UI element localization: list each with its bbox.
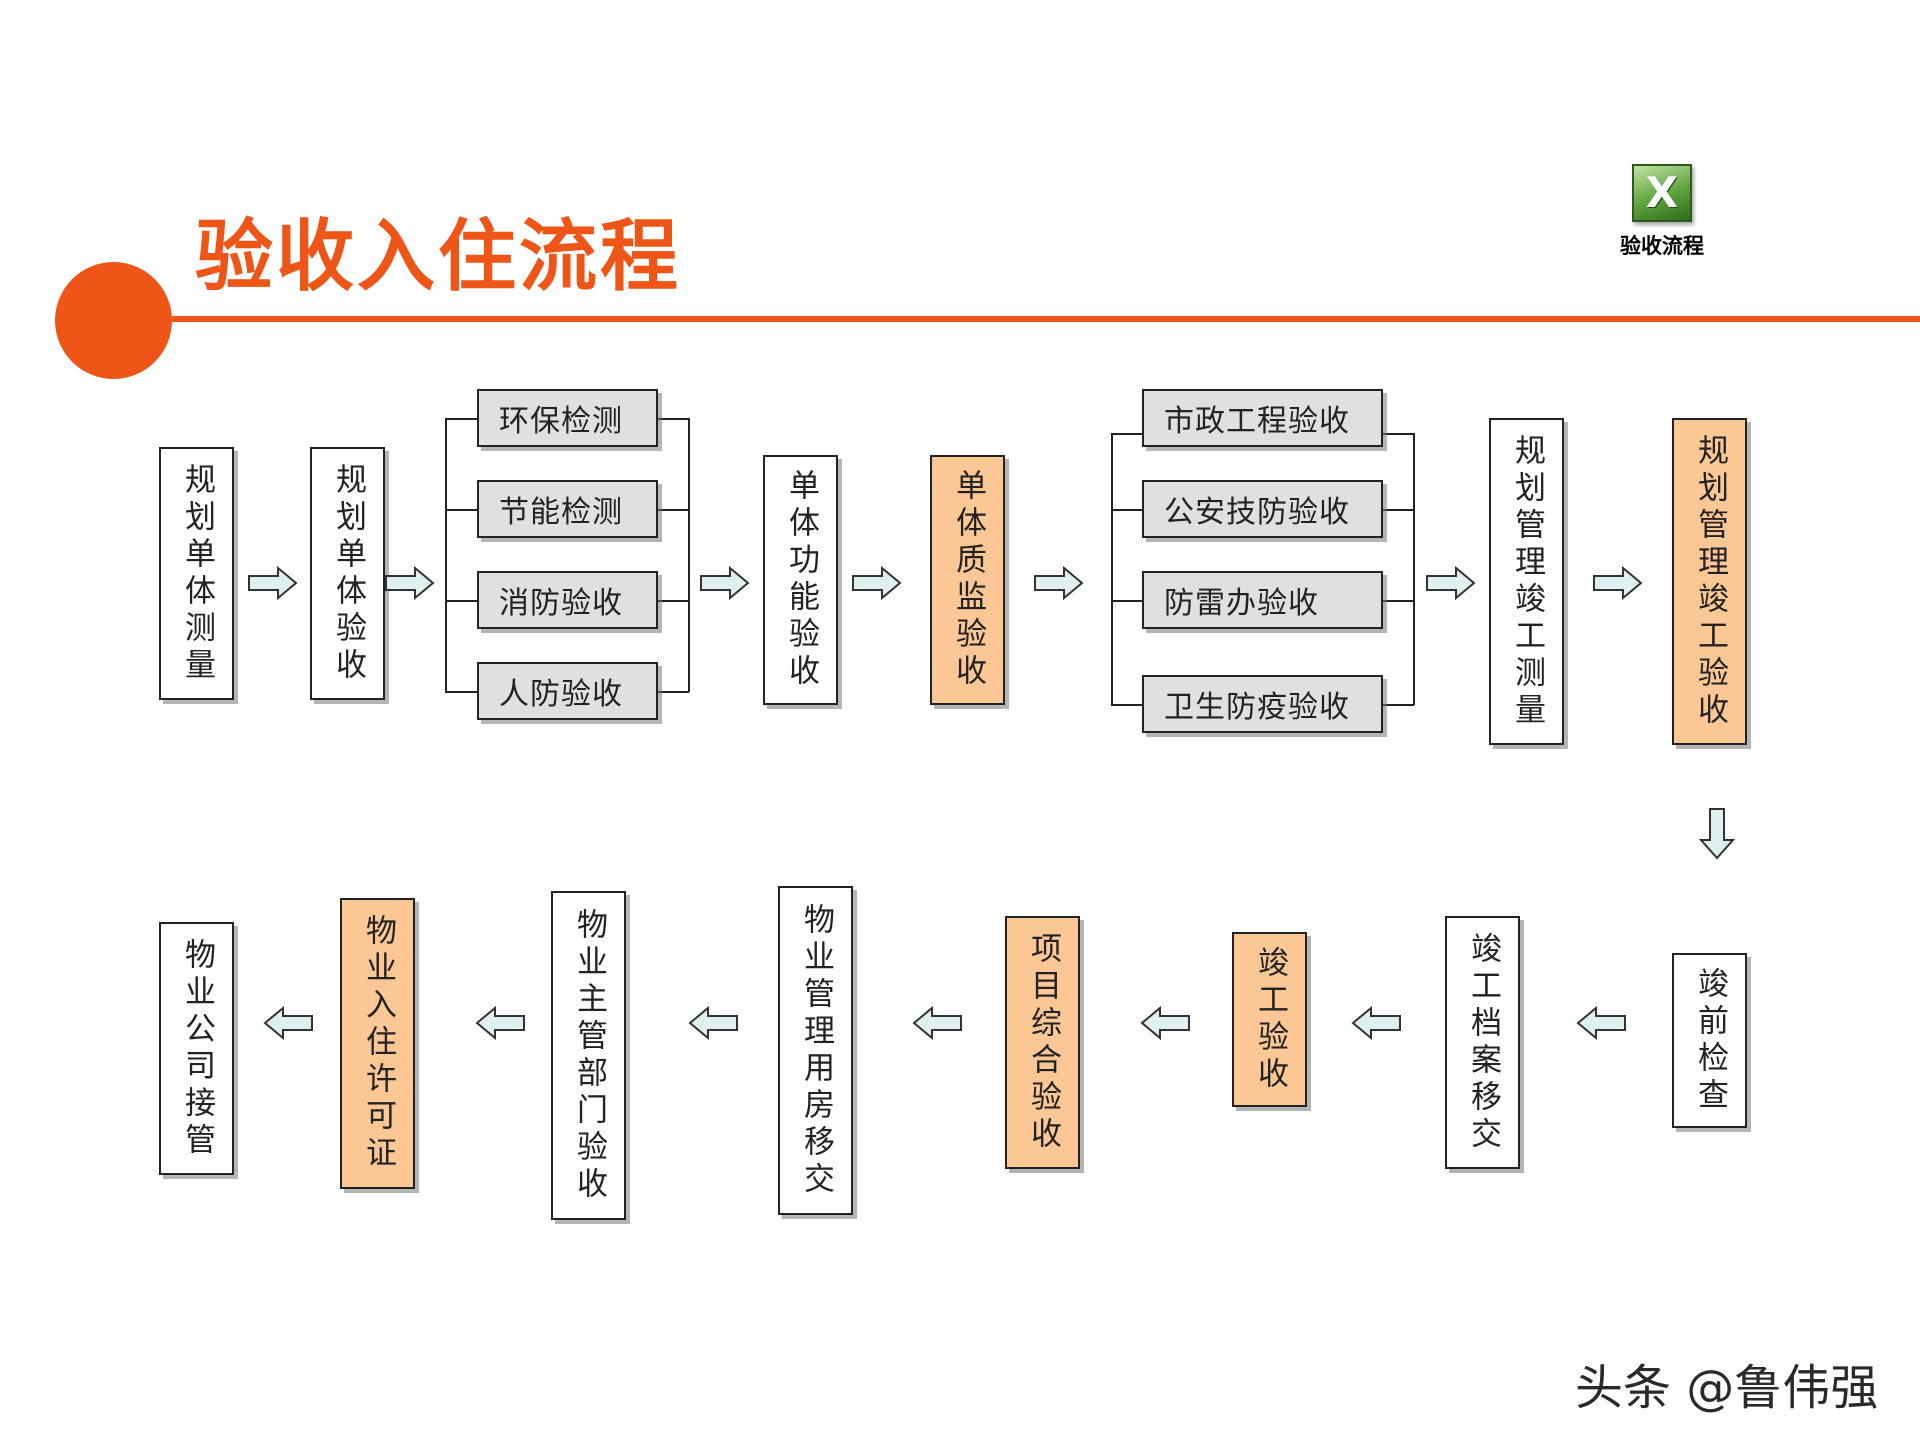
node-completion-acceptance-label: 规划管理竣工验收 (1692, 433, 1728, 730)
node-archive-transfer: 竣工档案移交 (1445, 916, 1520, 1169)
node-civil-defense-check-label: 人防验收 (499, 677, 623, 712)
node-security-check: 公安技防验收 (1142, 480, 1383, 538)
group1-tick-right (657, 418, 689, 420)
arrow-right-icon (1034, 566, 1084, 600)
group1-tick-left (445, 600, 477, 602)
arrow-left-icon (1140, 1006, 1190, 1040)
node-sanitation-check-label: 卫生防疫验收 (1164, 690, 1350, 725)
group2-tick-right (1382, 704, 1414, 706)
excel-x-glyph: X (1645, 168, 1679, 217)
node-sanitation-check: 卫生防疫验收 (1142, 675, 1383, 733)
group2-tick-right (1382, 509, 1414, 511)
node-project-check-label: 项目综合验收 (1025, 931, 1061, 1154)
node-archive-transfer-label: 竣工档案移交 (1465, 931, 1501, 1154)
node-completion-survey-label: 规划管理竣工测量 (1509, 433, 1545, 730)
node-pre-check-label: 竣前检查 (1692, 966, 1728, 1115)
node-authority-check: 物业主管部门验收 (551, 891, 626, 1220)
attachment-label[interactable]: 验收流程 (1620, 233, 1704, 258)
group2-tick-right (1382, 600, 1414, 602)
arrow-right-icon (700, 566, 750, 600)
node-municipal-check-label: 市政工程验收 (1164, 404, 1350, 439)
node-property-room-transfer: 物业管理用房移交 (778, 886, 853, 1215)
arrow-right-icon (852, 566, 902, 600)
arrow-down-icon (1699, 808, 1735, 860)
group1-tick-right (657, 509, 689, 511)
title-bullet-circle (55, 262, 172, 379)
node-function-check: 单体功能验收 (763, 455, 838, 705)
arrow-right-icon (1593, 566, 1643, 600)
node-property-room-transfer-label: 物业管理用房移交 (798, 902, 834, 1199)
group2-tick-left (1111, 704, 1143, 706)
group1-tick-right (657, 600, 689, 602)
node-security-check-label: 公安技防验收 (1164, 495, 1350, 530)
group1-left-bracket (445, 418, 447, 692)
node-occupancy-permit-label: 物业入住许可证 (360, 914, 396, 1173)
node-lightning-check: 防雷办验收 (1142, 571, 1383, 629)
node-completion-check-label: 竣工验收 (1252, 945, 1288, 1094)
node-takeover-label: 物业公司接管 (179, 937, 215, 1160)
node-survey: 规划单体测量 (159, 447, 234, 700)
node-fire-check-label: 消防验收 (499, 586, 623, 621)
page-title: 验收入住流程 (195, 212, 682, 302)
node-authority-check-label: 物业主管部门验收 (571, 907, 607, 1204)
group1-right-bracket (688, 418, 690, 692)
node-planning-check-label: 规划单体验收 (330, 462, 366, 685)
arrow-left-icon (688, 1006, 738, 1040)
node-occupancy-permit: 物业入住许可证 (340, 898, 415, 1189)
group1-tick-right (657, 691, 689, 693)
group1-tick-left (445, 691, 477, 693)
node-quality-check: 单体质监验收 (930, 455, 1005, 705)
group2-tick-left (1111, 433, 1143, 435)
node-pre-check: 竣前检查 (1672, 953, 1747, 1128)
arrow-left-icon (1576, 1006, 1626, 1040)
arrow-left-icon (263, 1006, 313, 1040)
node-fire-check: 消防验收 (477, 571, 658, 629)
node-civil-defense-check: 人防验收 (477, 662, 658, 720)
node-takeover: 物业公司接管 (159, 922, 234, 1175)
group2-tick-left (1111, 509, 1143, 511)
node-function-check-label: 单体功能验收 (783, 469, 819, 691)
group2-right-bracket (1413, 433, 1415, 705)
group1-tick-left (445, 509, 477, 511)
group2-left-bracket (1111, 433, 1113, 705)
node-planning-check: 规划单体验收 (310, 447, 385, 700)
node-completion-check: 竣工验收 (1232, 932, 1307, 1107)
arrow-left-icon (1351, 1006, 1401, 1040)
node-energy-test-label: 节能检测 (499, 495, 623, 530)
node-quality-check-label: 单体质监验收 (950, 469, 986, 691)
arrow-left-icon (912, 1006, 962, 1040)
node-completion-acceptance: 规划管理竣工验收 (1672, 418, 1747, 745)
arrow-right-icon (248, 566, 298, 600)
group2-tick-right (1382, 433, 1414, 435)
node-lightning-check-label: 防雷办验收 (1164, 586, 1319, 621)
arrow-left-icon (475, 1006, 525, 1040)
arrow-right-icon (1426, 566, 1476, 600)
node-env-test: 环保检测 (477, 389, 658, 447)
title-underline (172, 316, 1920, 322)
node-energy-test: 节能检测 (477, 480, 658, 538)
node-project-check: 项目综合验收 (1005, 916, 1080, 1169)
node-completion-survey: 规划管理竣工测量 (1489, 418, 1564, 745)
node-env-test-label: 环保检测 (499, 404, 623, 439)
group2-tick-left (1111, 600, 1143, 602)
group1-tick-left (445, 418, 477, 420)
watermark: 头条 @鲁伟强 (1575, 1360, 1879, 1416)
arrow-right-icon (385, 566, 435, 600)
excel-icon[interactable]: X (1632, 164, 1692, 222)
node-survey-label: 规划单体测量 (179, 462, 215, 685)
node-municipal-check: 市政工程验收 (1142, 389, 1383, 447)
